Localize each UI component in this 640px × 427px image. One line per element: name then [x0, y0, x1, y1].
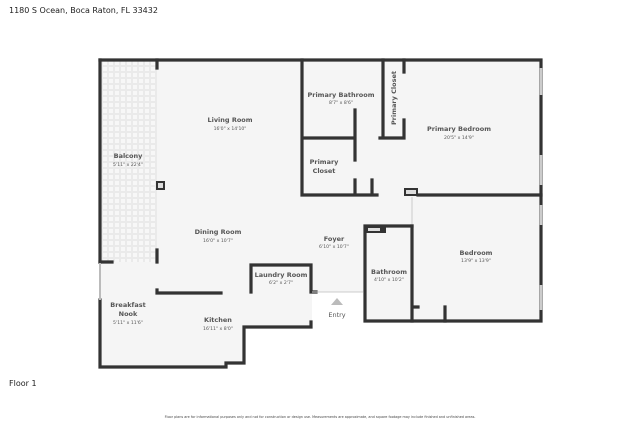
room-name: Living Room: [207, 116, 252, 124]
address-title: 1180 S Ocean, Boca Raton, FL 33432: [9, 6, 158, 15]
room-name: Bathroom: [371, 268, 407, 276]
room-name: Dining Room: [195, 228, 242, 236]
room-dims: 5'11" x 22'4": [113, 162, 143, 168]
room-name: Laundry Room: [255, 271, 308, 279]
bedroom-wall: [410, 224, 447, 323]
room-dims: 16'11" x 8'0": [203, 326, 233, 332]
room-name: Primary Bathroom: [307, 91, 374, 99]
room-dims: 20'5" x 14'9": [444, 135, 474, 141]
room-dims: 6'10" x 10'7": [319, 244, 349, 250]
room-dims: 13'9" x 13'9": [461, 258, 491, 264]
balcony-area: [101, 61, 157, 262]
room-name: Foyer: [324, 235, 345, 243]
room-dims: 16'0" x 14'10": [214, 126, 247, 132]
room-name: Primary Closet: [390, 71, 398, 125]
room-name: Balcony: [114, 152, 144, 160]
room-dims: 4'10" x 10'2": [374, 277, 404, 283]
floor-area: [100, 60, 541, 367]
balcony-wall: [98, 58, 159, 264]
disclaimer: Floor plans are for informational purpos…: [164, 415, 476, 419]
room-dims: 8'7" x 8'6": [329, 100, 353, 106]
room-name: Bedroom: [460, 249, 493, 257]
primary-suite-wall: [300, 58, 543, 197]
room-name: Primary: [310, 158, 340, 166]
entry-triangle-icon: [331, 298, 343, 305]
room-name: Kitchen: [204, 316, 232, 324]
room-dims: 16'0" x 10'7": [203, 238, 233, 244]
room-dims: 6'2" x 2'7": [269, 280, 293, 286]
entry-label: Entry: [328, 311, 345, 319]
outer-wall-left: [98, 58, 313, 369]
room-name: Closet: [313, 167, 336, 175]
kitchen-counter: [155, 288, 223, 295]
room-name: Nook: [119, 310, 138, 318]
room-dims: 5'11" x 11'6": [113, 320, 143, 326]
floor-label: Floor 1: [9, 379, 37, 388]
room-name: Primary Bedroom: [427, 125, 491, 133]
room-name: Breakfast: [110, 301, 145, 309]
